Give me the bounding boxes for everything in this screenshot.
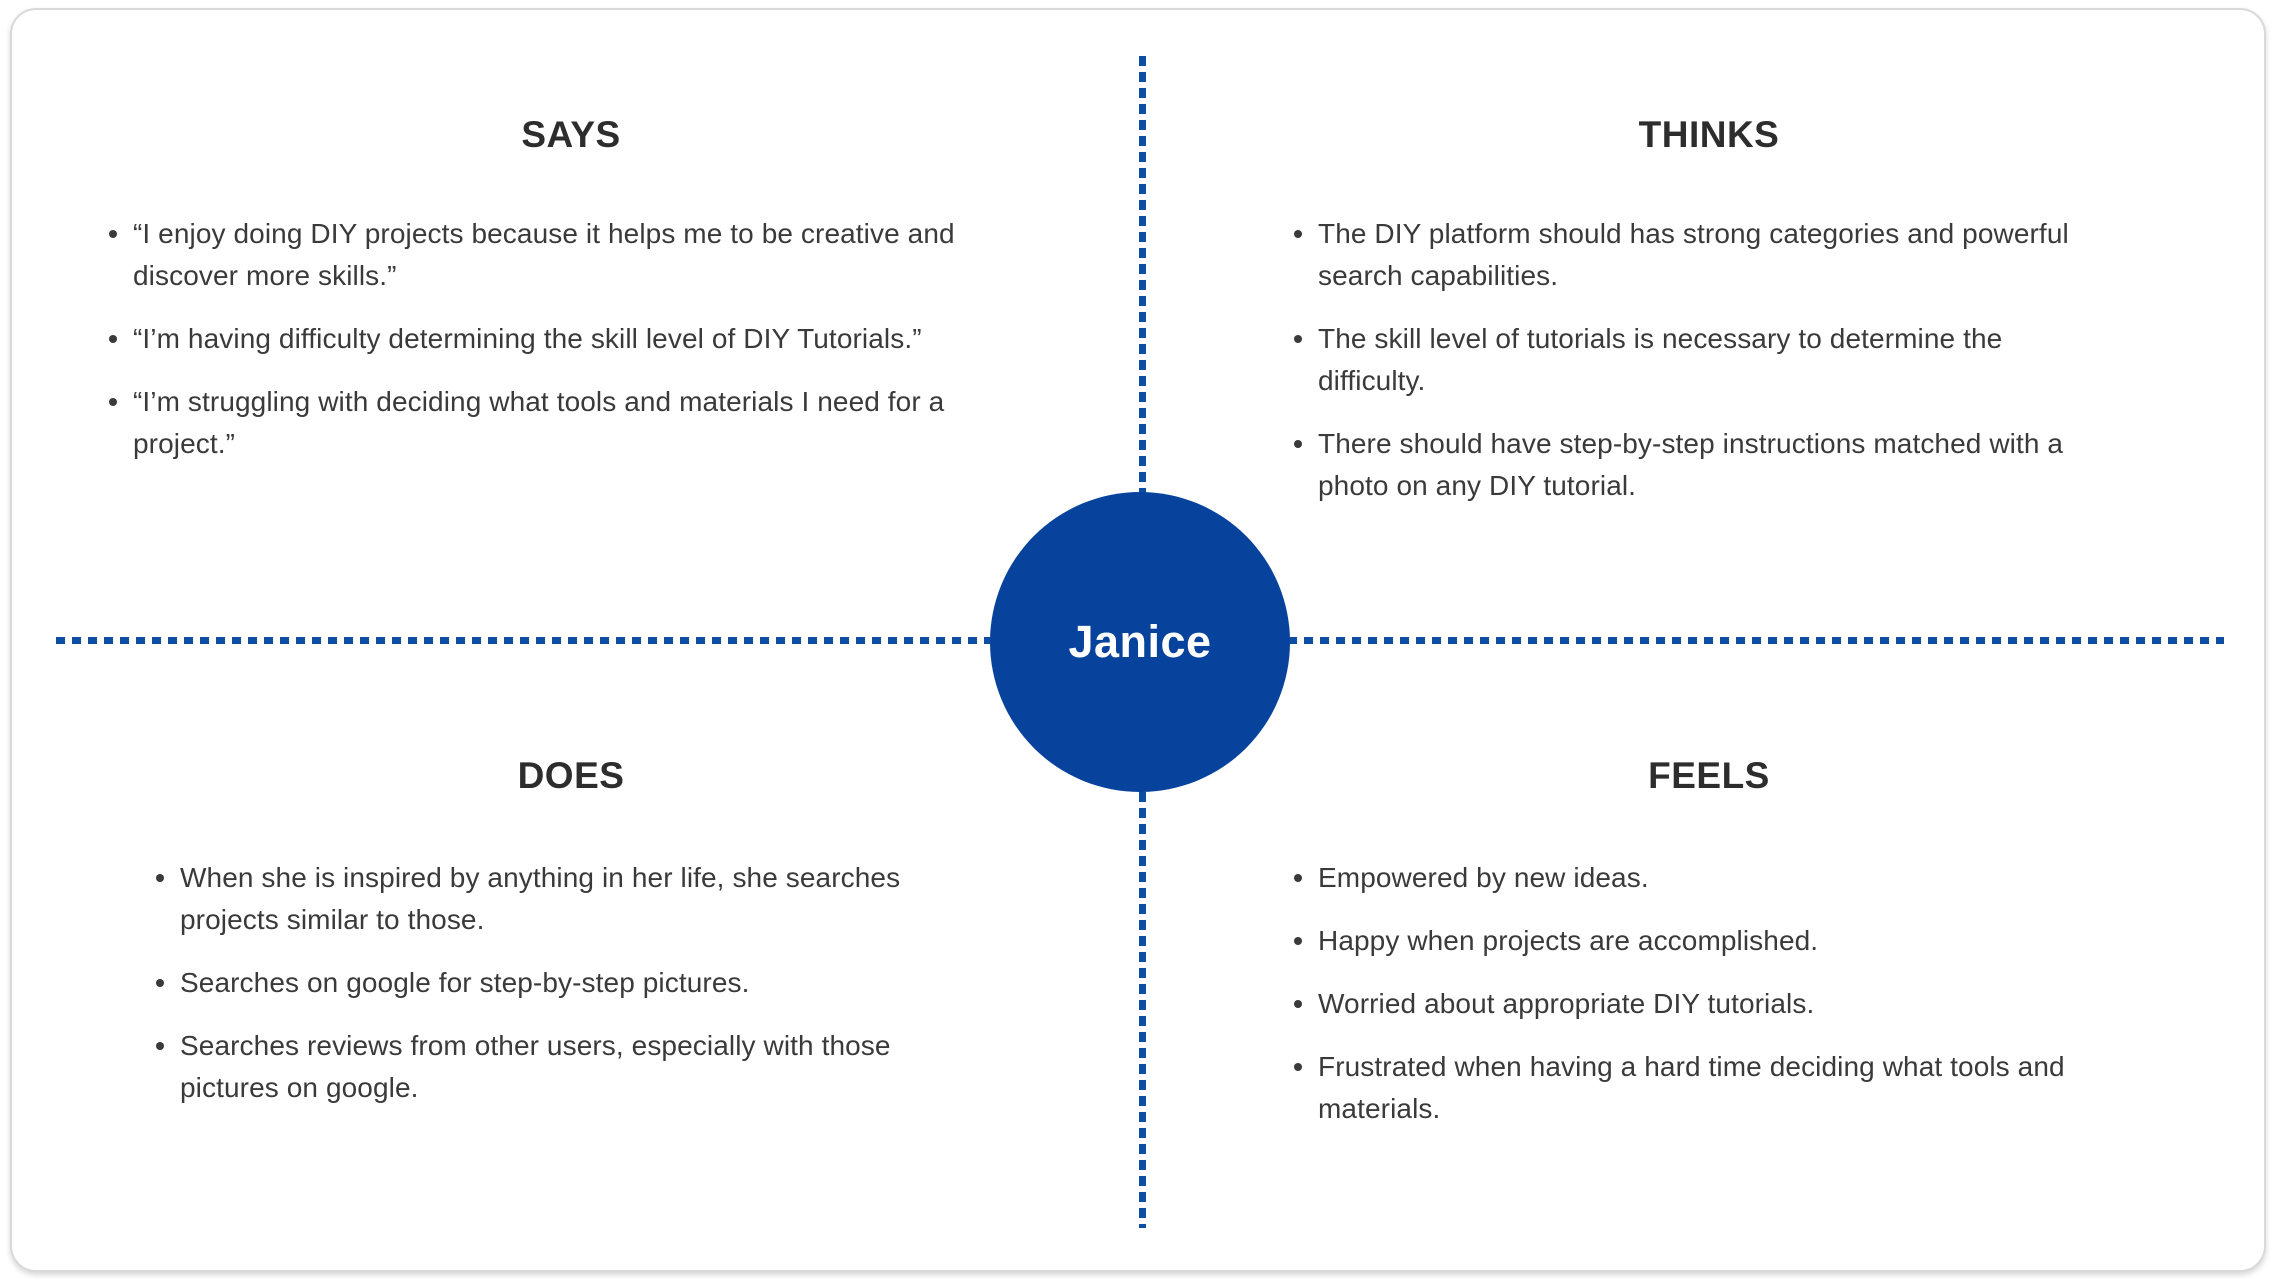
says-list: “I enjoy doing DIY projects because it h… [105, 213, 1035, 486]
says-list-item: “I’m having difficulty determining the s… [105, 318, 1035, 360]
feels-list-item: Happy when projects are accomplished. [1290, 920, 2140, 962]
thinks-quadrant-title: THINKS [1638, 114, 1780, 155]
feels-quadrant-title: FEELS [1648, 755, 1770, 796]
says-list-item: “I enjoy doing DIY projects because it h… [105, 213, 1035, 297]
thinks-list-item: There should have step-by-step instructi… [1290, 423, 2160, 507]
does-list-item: Searches on google for step-by-step pict… [152, 962, 982, 1004]
persona-circle: Janice [990, 492, 1290, 792]
thinks-list-item: The DIY platform should has strong categ… [1290, 213, 2160, 297]
persona-name: Janice [1068, 616, 1212, 667]
does-list-item: Searches reviews from other users, espec… [152, 1025, 982, 1109]
thinks-list-item: The skill level of tutorials is necessar… [1290, 318, 2160, 402]
feels-list-item: Worried about appropriate DIY tutorials. [1290, 983, 2140, 1025]
does-quadrant-title: DOES [517, 755, 625, 796]
thinks-list: The DIY platform should has strong categ… [1290, 213, 2160, 528]
says-quadrant-title: SAYS [521, 114, 621, 155]
feels-list-item: Frustrated when having a hard time decid… [1290, 1046, 2140, 1130]
does-list: When she is inspired by anything in her … [152, 857, 982, 1130]
feels-list: Empowered by new ideas. Happy when proje… [1290, 857, 2140, 1151]
feels-list-item: Empowered by new ideas. [1290, 857, 2140, 899]
does-list-item: When she is inspired by anything in her … [152, 857, 982, 941]
says-list-item: “I’m struggling with deciding what tools… [105, 381, 1035, 465]
